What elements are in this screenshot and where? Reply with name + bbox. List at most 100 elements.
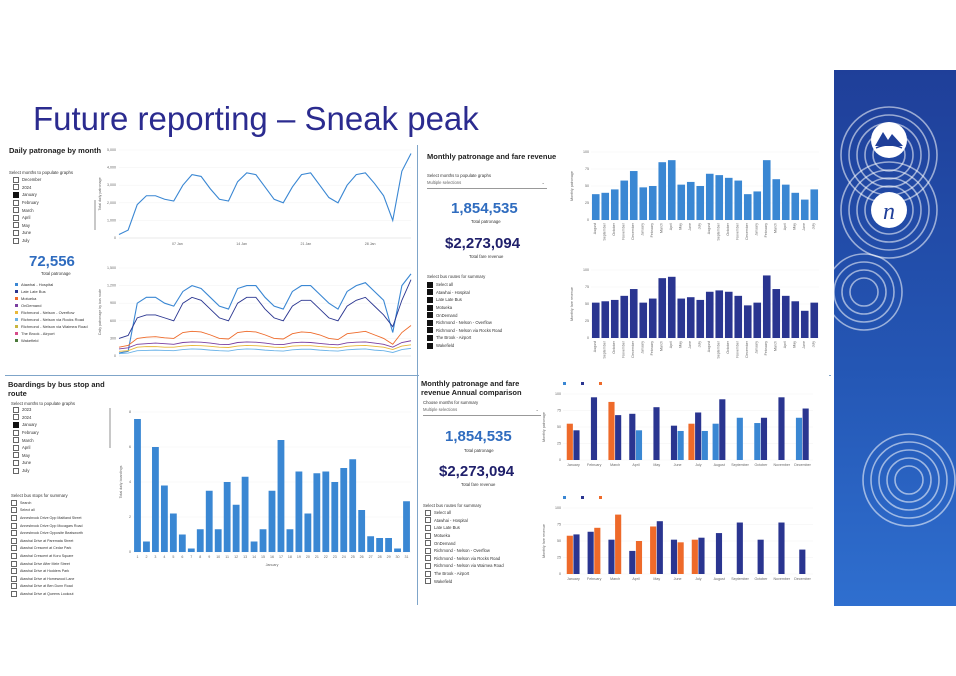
slicer-item[interactable]: April: [13, 444, 39, 452]
slicer-item[interactable]: Richmond - Nelson - Overflow: [427, 319, 502, 327]
checkbox[interactable]: [427, 327, 433, 334]
month-dropdown[interactable]: Multiple selections⌄: [427, 180, 547, 189]
slicer-item[interactable]: Richmond - Nelson via Rocks Road: [425, 555, 504, 563]
checkbox[interactable]: [11, 522, 17, 529]
slicer-item[interactable]: Richmond - Nelson - Overflow: [425, 547, 504, 555]
slicer-item[interactable]: Atawhai Crescent at Cedar Park: [11, 545, 83, 553]
slicer-item[interactable]: Late Late Bus: [425, 524, 504, 532]
checkbox[interactable]: [11, 575, 17, 582]
checkbox[interactable]: [13, 437, 19, 444]
checkbox[interactable]: [11, 568, 17, 575]
checkbox[interactable]: [13, 207, 19, 214]
checkbox[interactable]: [13, 222, 19, 229]
checkbox[interactable]: [425, 540, 431, 547]
slicer-item[interactable]: March: [13, 436, 39, 444]
slicer-item[interactable]: December: [13, 176, 41, 184]
checkbox[interactable]: [427, 312, 433, 319]
checkbox[interactable]: [13, 229, 19, 236]
slicer-item[interactable]: Atawhai Drive at Queens Lookout: [11, 590, 83, 598]
slicer-item[interactable]: June: [13, 459, 39, 467]
checkbox[interactable]: [11, 507, 17, 514]
slicer-item[interactable]: Select all: [427, 281, 502, 289]
checkbox[interactable]: [11, 552, 17, 559]
checkbox[interactable]: [11, 545, 17, 552]
checkbox[interactable]: [13, 444, 19, 451]
slicer-item[interactable]: January: [13, 191, 41, 199]
slicer-item[interactable]: Richmond - Nelson via Waimea Road: [425, 562, 504, 570]
checkbox[interactable]: [427, 289, 433, 296]
checkbox[interactable]: [425, 532, 431, 539]
slicer-item[interactable]: Search: [11, 499, 83, 507]
checkbox[interactable]: [13, 214, 19, 221]
slicer-item[interactable]: May: [13, 452, 39, 460]
checkbox[interactable]: [425, 547, 431, 554]
checkbox[interactable]: [13, 414, 19, 421]
checkbox[interactable]: [11, 514, 17, 521]
checkbox[interactable]: [425, 509, 431, 516]
slicer-item[interactable]: July: [13, 237, 41, 245]
checkbox[interactable]: [11, 590, 17, 597]
checkbox[interactable]: [425, 578, 431, 585]
checkbox[interactable]: [427, 304, 433, 311]
slicer-item[interactable]: The Brook - Airport: [427, 334, 502, 342]
slicer-item[interactable]: 2023: [13, 406, 39, 414]
slicer-item[interactable]: Select all: [425, 509, 504, 517]
slicer-item[interactable]: April: [13, 214, 41, 222]
checkbox[interactable]: [13, 467, 19, 474]
slicer-item[interactable]: Motueka: [427, 304, 502, 312]
checkbox[interactable]: [11, 537, 17, 544]
checkbox[interactable]: [11, 530, 17, 537]
checkbox[interactable]: [427, 296, 433, 303]
scrollbar[interactable]: [94, 200, 96, 230]
slicer-item[interactable]: Atawhai Drive After Mele Street: [11, 560, 83, 568]
slicer-item[interactable]: OnDemand: [425, 539, 504, 547]
checkbox[interactable]: [425, 555, 431, 562]
checkbox[interactable]: [13, 237, 19, 244]
checkbox[interactable]: [427, 334, 433, 341]
checkbox[interactable]: [427, 319, 433, 326]
checkbox[interactable]: [13, 429, 19, 436]
checkbox[interactable]: [11, 499, 17, 506]
slicer-item[interactable]: May: [13, 222, 41, 230]
checkbox[interactable]: [425, 570, 431, 577]
slicer-item[interactable]: March: [13, 206, 41, 214]
checkbox[interactable]: [13, 406, 19, 413]
checkbox[interactable]: [13, 452, 19, 459]
checkbox[interactable]: [13, 421, 19, 428]
slicer-item[interactable]: February: [13, 199, 41, 207]
slicer-item[interactable]: Late Late Bus: [427, 296, 502, 304]
scrollbar[interactable]: [109, 408, 111, 448]
slicer-item[interactable]: The Brook - Airport: [425, 570, 504, 578]
checkbox[interactable]: [13, 176, 19, 183]
slicer-item[interactable]: Atawhai - Hospital: [425, 517, 504, 525]
slicer-item[interactable]: June: [13, 229, 41, 237]
slicer-item[interactable]: Atawhai Drive at Homewood Lane: [11, 575, 83, 583]
slicer-item[interactable]: Wakefield: [425, 577, 504, 585]
slicer-item[interactable]: Annesbrook Drive Opposite Beatsworth: [11, 529, 83, 537]
slicer-item[interactable]: February: [13, 429, 39, 437]
checkbox[interactable]: [427, 281, 433, 288]
slicer-item[interactable]: Select all: [11, 507, 83, 515]
checkbox[interactable]: [13, 459, 19, 466]
checkbox[interactable]: [11, 560, 17, 567]
slicer-item[interactable]: July: [13, 467, 39, 475]
month-dropdown[interactable]: Multiple selections⌄: [423, 407, 541, 416]
slicer-item[interactable]: 2024: [13, 184, 41, 192]
slicer-item[interactable]: Richmond - Nelson via Rocks Road: [427, 327, 502, 335]
slicer-item[interactable]: Annesbrook Drive Opp Mccagars Road: [11, 522, 83, 530]
slicer-item[interactable]: Atawhai Crescent at Koru Square: [11, 552, 83, 560]
slicer-item[interactable]: Atawhai Drive at Paremata Street: [11, 537, 83, 545]
checkbox[interactable]: [425, 524, 431, 531]
checkbox[interactable]: [425, 562, 431, 569]
slicer-item[interactable]: Annesbrook Drive Opp Maitland Street: [11, 514, 83, 522]
checkbox[interactable]: [427, 342, 433, 349]
checkbox[interactable]: [13, 199, 19, 206]
checkbox[interactable]: [11, 583, 17, 590]
slicer-item[interactable]: 2024: [13, 414, 39, 422]
slicer-item[interactable]: Atawhai Drive at Hodders Park: [11, 567, 83, 575]
